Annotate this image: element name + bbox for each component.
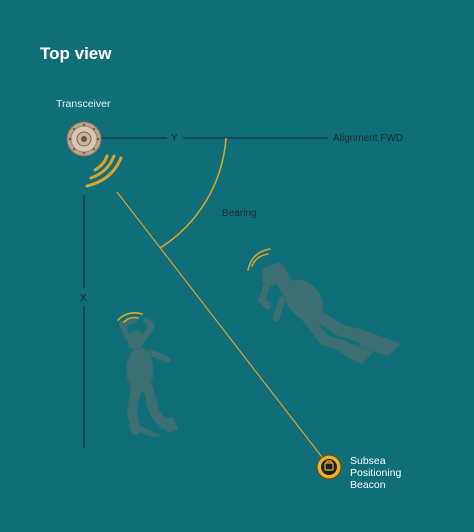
diver-left-silhouette bbox=[119, 317, 179, 437]
page-title: Top view bbox=[40, 44, 112, 63]
beacon-label: Subsea Positioning Beacon bbox=[350, 455, 401, 491]
bearing-arc bbox=[159, 137, 227, 249]
beacon-label-line1: Subsea bbox=[350, 455, 386, 467]
transceiver-icon bbox=[66, 121, 102, 157]
alignment-fwd-label: Alignment FWD bbox=[333, 133, 404, 144]
diver-right-signal-icon bbox=[247, 248, 271, 271]
beacon-label-line3: Beacon bbox=[350, 479, 386, 491]
diver-right-silhouette bbox=[258, 262, 401, 365]
transceiver-label: Transceiver bbox=[56, 98, 111, 110]
transceiver-signal-icon bbox=[85, 154, 123, 188]
beacon-icon bbox=[316, 454, 342, 480]
beacon-label-line2: Positioning bbox=[350, 467, 402, 479]
bearing-line bbox=[116, 191, 326, 462]
bearing-label: Bearing bbox=[222, 208, 257, 219]
y-label: Y bbox=[171, 133, 178, 144]
diver-left-signal-icon bbox=[117, 312, 143, 323]
x-label: X bbox=[80, 293, 87, 304]
